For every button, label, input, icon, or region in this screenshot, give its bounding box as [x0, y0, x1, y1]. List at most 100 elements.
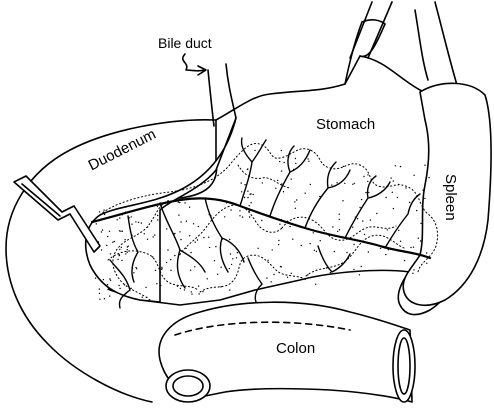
stipple-dot	[103, 209, 104, 210]
stipple-dot	[214, 260, 215, 261]
stipple-dot	[249, 211, 250, 212]
stipple-dot	[147, 226, 148, 227]
stipple-dot	[242, 216, 243, 217]
stipple-dot	[131, 288, 132, 289]
stipple-dot	[346, 252, 347, 253]
stipple-dot	[294, 201, 295, 202]
stipple-dot	[400, 166, 401, 167]
stipple-dot	[109, 295, 110, 296]
stipple-dot	[404, 260, 405, 261]
stipple-dot	[307, 274, 308, 275]
stipple-dot	[144, 233, 145, 234]
stipple-dot	[426, 252, 427, 253]
stipple-dot	[184, 202, 185, 203]
stipple-dot	[170, 259, 171, 260]
stipple-dot	[357, 218, 358, 219]
stipple-dot	[179, 202, 180, 203]
stipple-dot	[314, 250, 315, 251]
stipple-dot	[230, 209, 231, 210]
stipple-dot	[310, 184, 311, 185]
stipple-dot	[343, 166, 344, 167]
stipple-dot	[110, 280, 111, 281]
stipple-dot	[359, 274, 360, 275]
stipple-dot	[99, 293, 100, 294]
esophagus-tube	[350, 2, 392, 58]
stipple-dot	[249, 216, 250, 217]
stipple-dot	[122, 231, 123, 232]
stipple-dot	[409, 202, 410, 203]
stipple-dot	[367, 181, 368, 182]
stipple-dot	[217, 274, 218, 275]
stipple-dot	[180, 221, 181, 222]
stipple-dot	[207, 278, 208, 279]
stipple-dot	[412, 273, 413, 274]
stipple-dot	[262, 182, 263, 183]
stipple-dot	[271, 281, 272, 282]
stipple-dot	[229, 289, 230, 290]
stipple-dot	[426, 263, 427, 264]
stipple-dot	[141, 222, 142, 223]
stipple-dot	[208, 237, 209, 238]
label-colon: Colon	[276, 341, 315, 356]
stipple-dot	[109, 278, 110, 279]
stipple-dot	[121, 247, 122, 248]
stipple-dot	[195, 242, 196, 243]
stipple-dot	[198, 285, 199, 286]
stipple-dot	[203, 237, 204, 238]
stipple-dot	[131, 216, 132, 217]
stipple-dot	[131, 224, 132, 225]
stipple-dot	[370, 219, 371, 220]
stipple-dot	[191, 291, 192, 292]
stipple-dot	[118, 254, 119, 255]
stipple-dot	[261, 220, 262, 221]
stipple-dot	[361, 199, 362, 200]
stipple-dot	[237, 252, 238, 253]
stipple-dot	[156, 283, 157, 284]
stipple-dot	[313, 232, 314, 233]
stipple-dot	[157, 215, 158, 216]
stipple-dot	[353, 244, 354, 245]
stipple-dot	[155, 270, 156, 271]
stipple-dot	[244, 184, 245, 185]
stipple-dot	[398, 184, 399, 185]
stipple-dot	[266, 277, 267, 278]
stipple-dot	[339, 214, 340, 215]
stipple-dot	[275, 188, 276, 189]
stipple-dot	[365, 192, 366, 193]
stipple-dot	[244, 197, 245, 198]
stipple-dot	[166, 228, 167, 229]
stipple-dot	[339, 229, 340, 230]
stipple-dot	[110, 253, 111, 254]
stipple-dot	[127, 252, 128, 253]
stipple-dot	[405, 187, 406, 188]
stipple-dot	[152, 256, 153, 257]
stipple-dot	[104, 213, 105, 214]
stipple-dot	[281, 150, 282, 151]
label-stomach: Stomach	[316, 117, 375, 132]
stipple-dot	[142, 297, 143, 298]
stipple-dot	[413, 269, 414, 270]
stipple-dot	[136, 268, 137, 269]
stipple-dot	[220, 267, 221, 268]
stipple-dot	[202, 291, 203, 292]
stipple-dot	[125, 253, 126, 254]
stipple-dot	[239, 210, 240, 211]
stipple-dot	[117, 259, 118, 260]
stipple-dot	[428, 177, 429, 178]
stipple-dot	[336, 182, 337, 183]
stipple-dot	[352, 227, 353, 228]
stipple-dot	[177, 286, 178, 287]
stipple-dot	[197, 239, 198, 240]
stipple-dot	[198, 226, 199, 227]
stipple-dot	[249, 194, 250, 195]
stipple-dot	[344, 183, 345, 184]
stipple-dot	[96, 223, 97, 224]
clamp-instrument	[14, 176, 100, 252]
stipple-dot	[112, 242, 113, 243]
stipple-dot	[102, 229, 103, 230]
stipple-dot	[101, 281, 102, 282]
bile-duct-pointer	[183, 54, 206, 75]
stipple-dot	[138, 222, 139, 223]
stipple-dot	[241, 182, 242, 183]
stipple-dot	[157, 206, 158, 207]
